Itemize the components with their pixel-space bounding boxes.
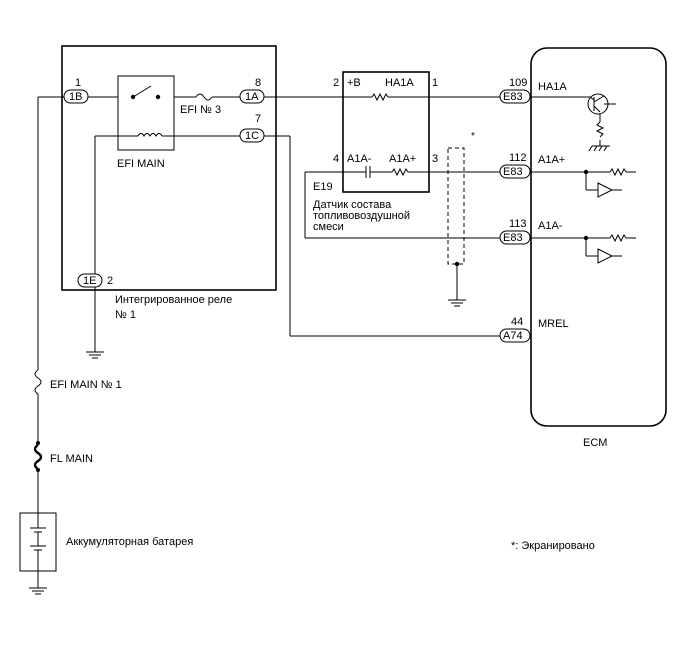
ecm-pin-44-connector: [499, 328, 531, 343]
sensor-pin-3-number: 3: [432, 153, 438, 165]
sensor-resistor-icon: [391, 167, 409, 177]
relay-box: [61, 45, 277, 291]
ecm-pin-109-number: 109: [509, 77, 527, 89]
air-fuel-sensor: 2 +B HA1A 1 4 A1A- A1A+ 3 E19 Датчик сос…: [313, 71, 438, 233]
battery-label: Аккумуляторная батарея: [66, 536, 193, 548]
switch-lever: [132, 85, 152, 98]
relay-pin-7-number: 7: [255, 113, 261, 125]
ecm-title: ECM: [583, 437, 607, 449]
ground-icon-battery: [29, 587, 47, 595]
fuse-efi-no3-icon: [195, 93, 213, 101]
a1a-plus-resistor-icon: [609, 167, 627, 177]
ecm-pin-113-number: 113: [509, 218, 527, 230]
fuse-efi-main-1-label: EFI MAIN № 1: [50, 379, 122, 391]
ecm-pin-112-number: 112: [509, 152, 527, 164]
sensor-a1a-minus-label: A1A-: [347, 153, 372, 165]
a1a-minus-resistor-icon: [609, 233, 627, 243]
fuse-efi-main-1: EFI MAIN № 1: [34, 369, 122, 396]
sensor-a1a-plus-label: A1A+: [389, 153, 416, 165]
fuse-fl-main: FL MAIN: [33, 441, 93, 472]
sensor-name-line3: смеси: [313, 221, 344, 233]
a1a-plus-buffer-icon: [597, 182, 614, 198]
shield-star: *: [471, 131, 475, 142]
ecm-pin-112-conn: E83: [503, 166, 523, 178]
relay-coil-icon: [137, 133, 163, 137]
relay-pin-1B-tag: 1B: [69, 91, 82, 103]
relay-name-line1: Интегрированное реле: [115, 294, 232, 306]
a1a-minus-input-circuit: [530, 233, 636, 264]
fuse-efi-no3-label: EFI № 3: [180, 104, 221, 116]
sensor-pin-4-number: 4: [333, 153, 339, 165]
relay-pin-1E-connector: [77, 273, 103, 288]
shield-box: [447, 147, 465, 265]
relay-coil-label: EFI MAIN: [117, 158, 165, 170]
battery: Аккумуляторная батарея: [19, 512, 193, 572]
sensor-code: E19: [313, 181, 333, 193]
ecm-pin-44-signal: MREL: [538, 318, 569, 330]
ground-icon-shield: [448, 299, 466, 307]
relay-name-line2: № 1: [115, 309, 136, 321]
integrated-relay: EFI MAIN EFI № 3 1 1B 8 1A 7 1C 1E 2 Инт…: [61, 45, 277, 352]
ecm-pin-113-conn: E83: [503, 232, 523, 244]
sensor-name-line1: Датчик состава: [313, 199, 392, 211]
ecm-unit: ECM 109 E83 HA1A 112 E83 A1A+ 113 E83 A1…: [499, 47, 667, 449]
sensor-pin-1-number: 1: [432, 77, 438, 89]
relay-pin-1A-tag: 1A: [245, 91, 259, 103]
ecm-pin-109-conn: E83: [503, 91, 523, 103]
transistor-resistor-icon: [595, 121, 605, 138]
a1a-plus-input-circuit: [530, 167, 636, 198]
relay-pin-1-number: 1: [75, 77, 81, 89]
heater-resistor-icon: [371, 92, 389, 102]
sensor-pin-2-number: 2: [333, 77, 339, 89]
switch-contact-right: [155, 94, 161, 100]
relay-switch-box: [117, 75, 175, 151]
sensor-name-line2: топливовоздушной: [313, 210, 410, 222]
shielding: *: [447, 131, 475, 307]
transistor-icon: [530, 93, 616, 146]
relay-pin-2-number: 2: [107, 275, 113, 287]
fuse-fl-main-label: FL MAIN: [50, 453, 93, 465]
fuse-efi-main-1-icon: [34, 369, 42, 395]
ecm-pin-44-number: 44: [511, 316, 523, 328]
sensor-plusB-label: +B: [347, 77, 361, 89]
sensor-box: [342, 71, 430, 193]
shield-note: *: Экранировано: [511, 540, 595, 552]
ecm-pin-44-conn: A74: [503, 330, 523, 342]
ecm-box: [530, 47, 667, 427]
relay-pin-8-number: 8: [255, 77, 261, 89]
a1a-minus-buffer-icon: [597, 248, 614, 264]
relay-pin-1C-tag: 1C: [245, 130, 259, 142]
ecm-pin-112-signal: A1A+: [538, 154, 565, 166]
wires: [37, 96, 500, 588]
relay-pin-1E-tag: 1E: [83, 275, 96, 287]
ecm-pin-113-signal: A1A-: [538, 220, 563, 232]
ecm-pin-109-signal: HA1A: [538, 81, 567, 93]
sensor-ha1a-label: HA1A: [385, 77, 414, 89]
fuse-fl-main-icon: [33, 444, 43, 470]
ground-icon-relay: [86, 351, 104, 359]
ground-icon-ecm: [588, 145, 610, 152]
